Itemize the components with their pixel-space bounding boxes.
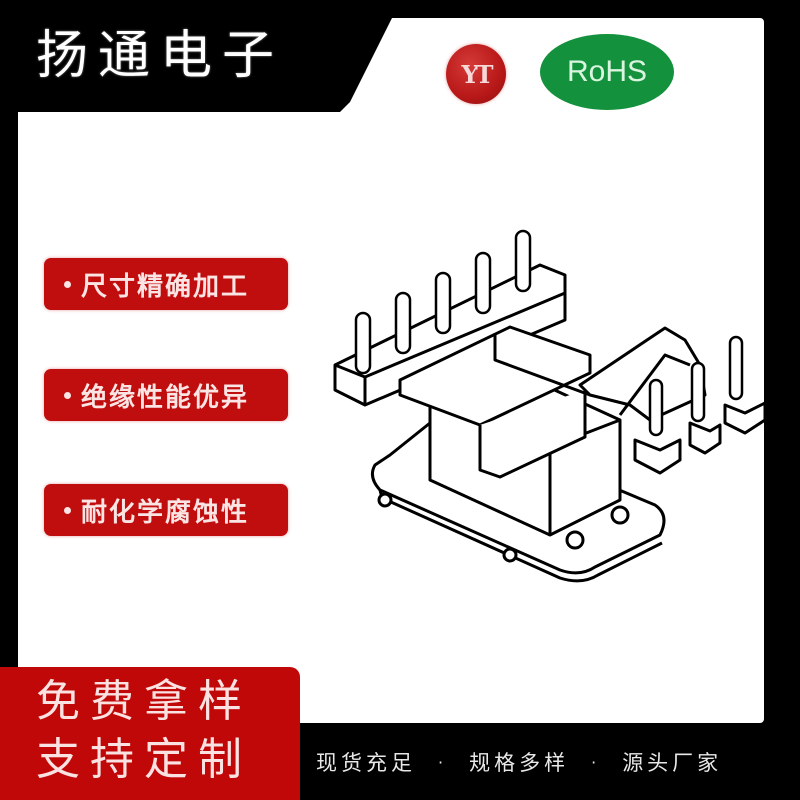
cta-line-free-sample: 免费拿样 xyxy=(36,676,252,727)
cta-banner: 免费拿样 支持定制 xyxy=(0,667,300,800)
feature-badge-insulation: 绝缘性能优异 xyxy=(44,369,288,421)
tag-variety: 规格多样 xyxy=(469,751,570,775)
bobbin-drawing-icon xyxy=(333,229,767,583)
tag-in-stock: 现货充足 xyxy=(316,751,416,775)
feature-label: 尺寸精确加工 xyxy=(81,271,250,302)
rohs-label: RoHS xyxy=(566,55,648,88)
bullet-icon xyxy=(64,506,71,514)
header-bar xyxy=(0,0,400,112)
bullet-icon xyxy=(64,280,71,288)
rohs-badge: RoHS xyxy=(540,34,674,110)
brand-title: 扬通电子 xyxy=(36,26,285,86)
cta-line-customization: 支持定制 xyxy=(36,734,252,785)
logo-text: YT xyxy=(461,59,494,89)
yt-logo-icon: YT xyxy=(446,44,506,104)
feature-badge-precision: 尺寸精确加工 xyxy=(44,258,288,310)
product-drawing xyxy=(320,215,780,595)
feature-badge-chemical: 耐化学腐蚀性 xyxy=(44,484,288,536)
bullet-icon xyxy=(64,391,71,399)
footer-tagline: 现货充足 · 规格多样 · 源头厂家 xyxy=(300,724,764,800)
feature-label: 绝缘性能优异 xyxy=(81,382,250,413)
separator-dot: · xyxy=(438,752,448,772)
separator-dot: · xyxy=(591,752,601,772)
feature-label: 耐化学腐蚀性 xyxy=(81,497,250,528)
tag-factory-direct: 源头厂家 xyxy=(622,751,723,775)
